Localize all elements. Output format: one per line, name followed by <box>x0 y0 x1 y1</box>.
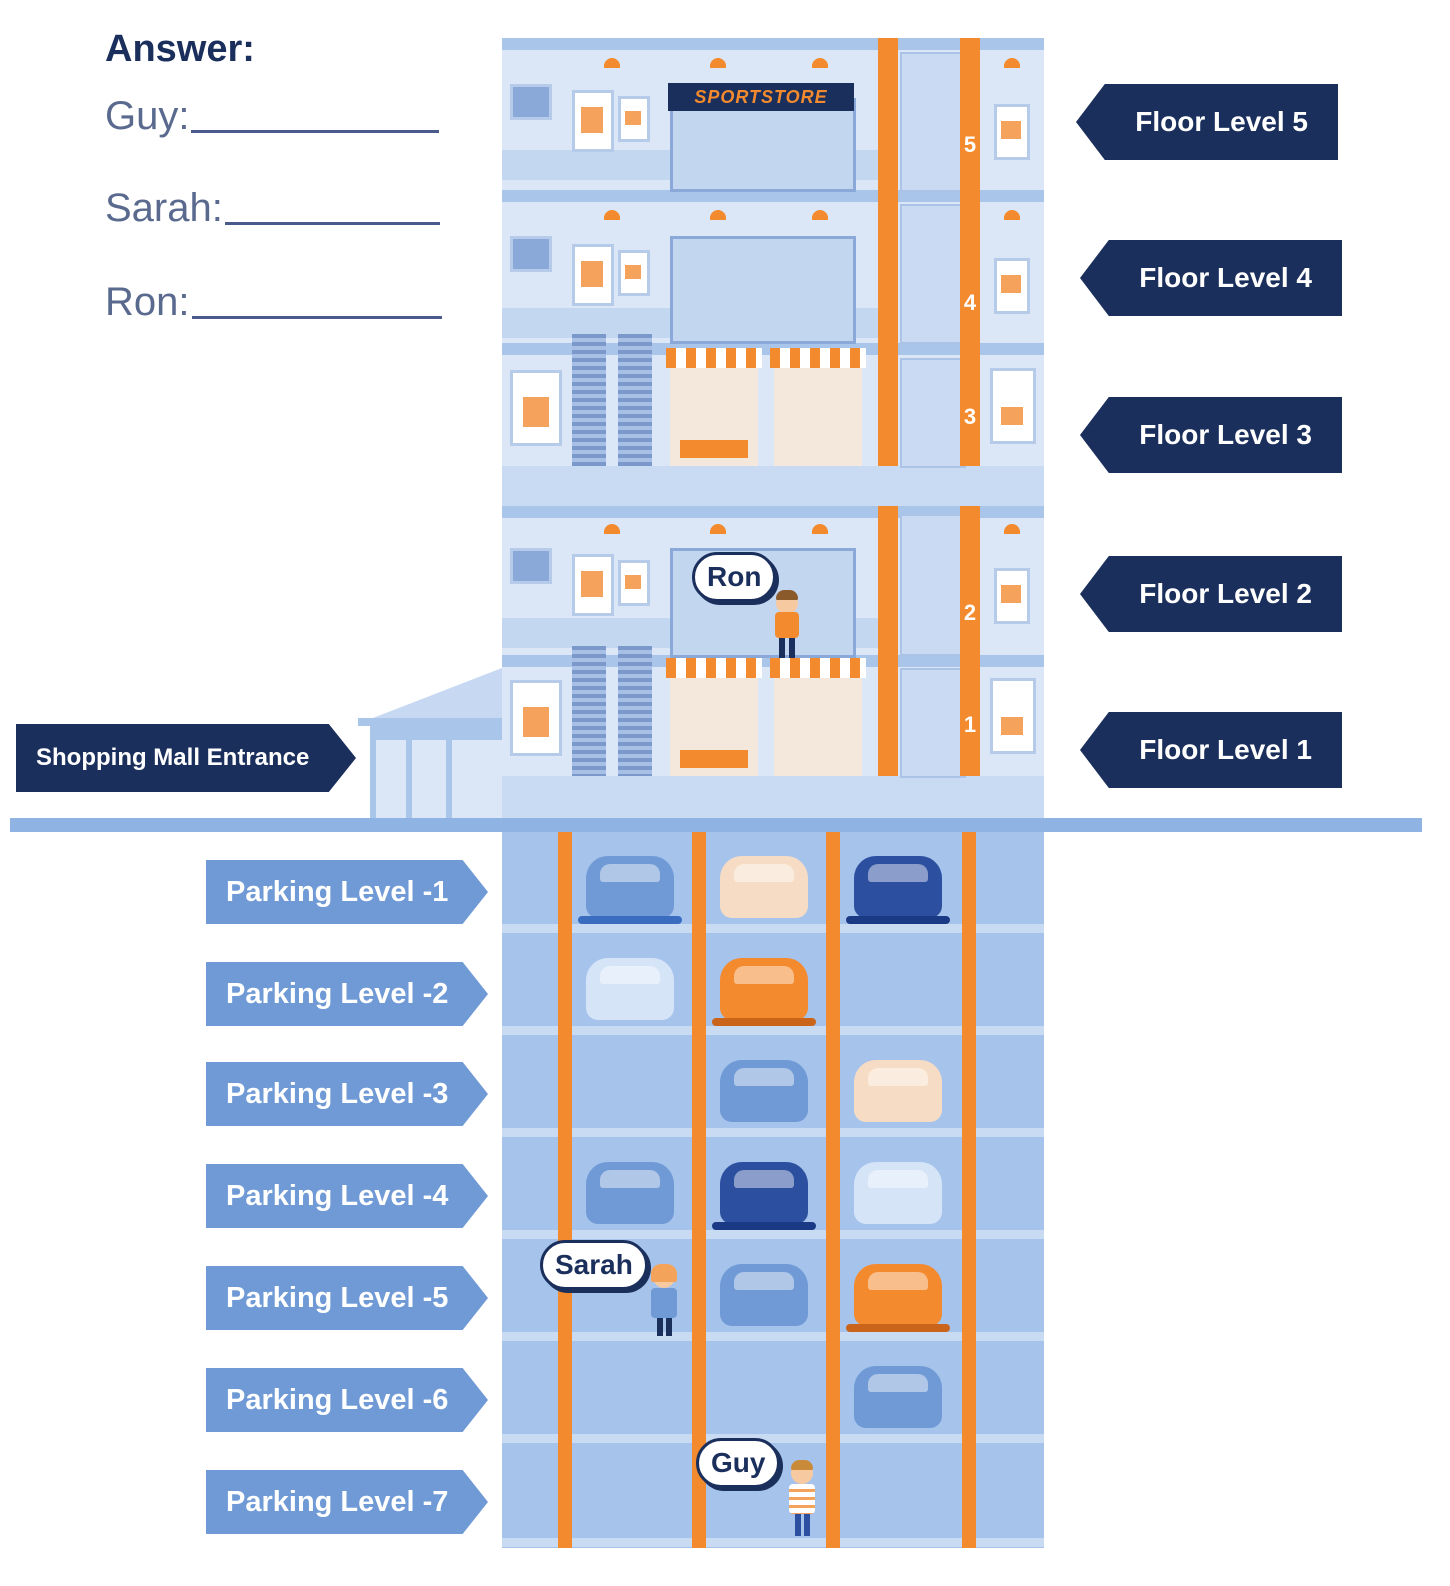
car <box>846 1264 950 1332</box>
floor-level-5-label: Floor Level 5 <box>1076 84 1338 160</box>
floor-number-5: 5 <box>963 132 977 157</box>
answer-blank-guy[interactable] <box>191 130 440 133</box>
car <box>854 1060 942 1122</box>
floor-number-4: 4 <box>963 290 977 315</box>
car <box>720 856 808 918</box>
guy-name-bubble: Guy <box>696 1438 781 1488</box>
parking-level-2-label: Parking Level -2 <box>206 962 488 1026</box>
answer-label-guy: Guy: <box>105 94 190 138</box>
parking-level-6-label: Parking Level -6 <box>206 1368 488 1432</box>
car <box>854 1366 942 1428</box>
ground-line <box>10 818 1422 832</box>
car <box>712 958 816 1026</box>
car <box>712 1162 816 1230</box>
car <box>854 1162 942 1224</box>
parking-level-1-label: Parking Level -1 <box>206 860 488 924</box>
sarah-figure <box>648 1264 680 1338</box>
answer-title: Answer: <box>105 28 255 70</box>
parking-structure <box>502 832 1044 1548</box>
answer-blank-ron[interactable] <box>191 316 442 319</box>
answer-label-sarah: Sarah: <box>105 186 223 230</box>
floor-level-2-label: Floor Level 2 <box>1080 556 1342 632</box>
floor-number-2: 2 <box>963 600 977 625</box>
guy-figure <box>786 1460 818 1538</box>
answer-row-guy: Guy: <box>105 94 440 139</box>
floor-level-1-label: Floor Level 1 <box>1080 712 1342 788</box>
ron-figure <box>772 590 802 660</box>
ron-name-bubble: Ron <box>692 552 777 602</box>
answer-row-ron: Ron: <box>105 280 442 325</box>
entrance-canopy <box>360 668 502 723</box>
floor-number-1: 1 <box>963 712 977 737</box>
car <box>578 856 682 924</box>
parking-level-4-label: Parking Level -4 <box>206 1164 488 1228</box>
answer-blank-sarah[interactable] <box>224 222 440 225</box>
car <box>720 1264 808 1326</box>
parking-level-7-label: Parking Level -7 <box>206 1470 488 1534</box>
entrance-building <box>370 726 508 826</box>
floor-level-3-label: Floor Level 3 <box>1080 397 1342 473</box>
answer-label-ron: Ron: <box>105 280 190 324</box>
sportstore-sign: SPORTSTORE <box>668 83 854 111</box>
entrance-roof <box>358 718 504 726</box>
car <box>586 958 674 1020</box>
sarah-name-bubble: Sarah <box>540 1240 648 1290</box>
parking-level-3-label: Parking Level -3 <box>206 1062 488 1126</box>
car <box>846 856 950 924</box>
sportstore-shop <box>670 98 856 192</box>
shop-floor-4 <box>670 236 856 344</box>
parking-level-5-label: Parking Level -5 <box>206 1266 488 1330</box>
car <box>586 1162 674 1224</box>
floor-level-4-label: Floor Level 4 <box>1080 240 1342 316</box>
shopping-mall-entrance-label: Shopping Mall Entrance <box>16 724 356 792</box>
floor-number-3: 3 <box>963 404 977 429</box>
car <box>720 1060 808 1122</box>
mall-building: SPORTSTORE 5 4 3 2 1 <box>502 38 1044 826</box>
answer-row-sarah: Sarah: <box>105 186 440 231</box>
